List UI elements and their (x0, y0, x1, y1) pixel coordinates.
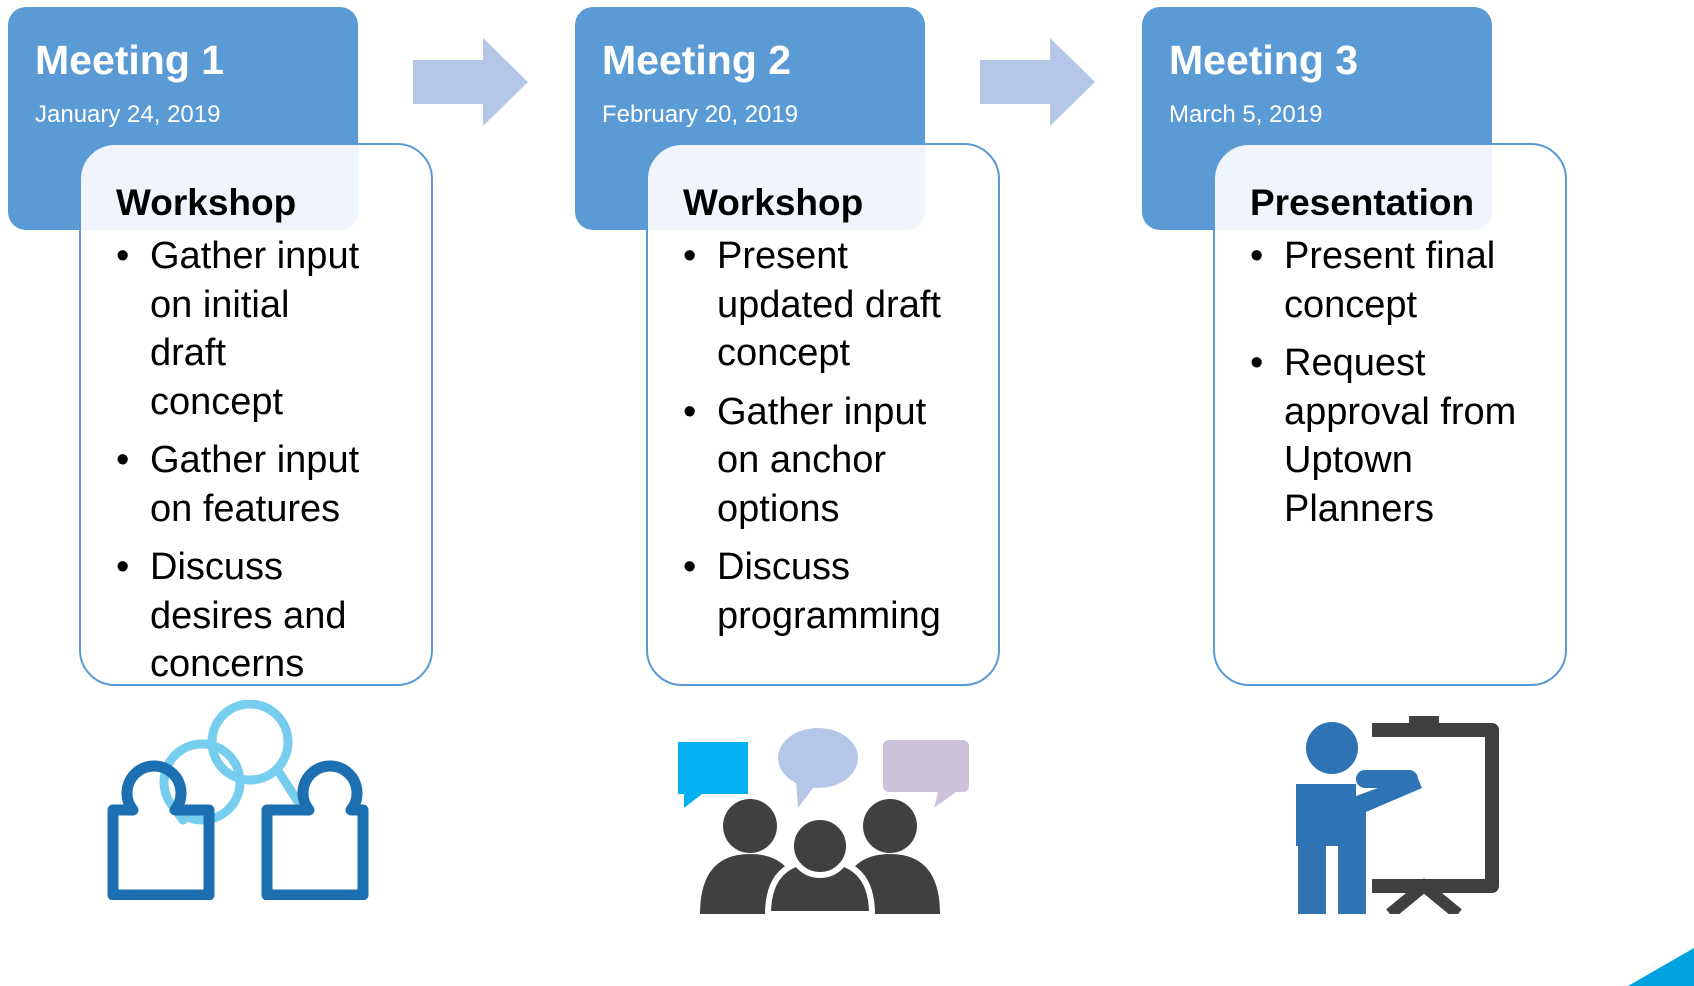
meeting-1-type: Workshop (116, 182, 297, 223)
corner-accent-shape (1628, 948, 1694, 986)
bullet-text: Discuss programming (717, 546, 941, 637)
bullet-item: •Discuss programming (683, 543, 978, 640)
bullet-text: Present updated draft concept (717, 235, 941, 374)
meeting-2-card: Workshop •Present updated draft concept … (646, 143, 1000, 686)
meeting-2-date: February 20, 2019 (602, 101, 799, 128)
meeting-1-date: January 24, 2019 (35, 101, 221, 128)
bullet-item: •Gather input on features (116, 436, 411, 533)
meeting-1-bullet-list: •Gather input on initial draft concept •… (116, 232, 411, 689)
bullet-text: Gather input on initial draft concept (150, 235, 360, 423)
meeting-2-type: Workshop (683, 182, 864, 223)
arrow-right-icon (413, 38, 528, 126)
bullet-item: •Gather input on initial draft concept (116, 232, 411, 426)
meeting-3-type: Presentation (1250, 182, 1475, 223)
meeting-3-card: Presentation •Present final concept •Req… (1213, 143, 1567, 686)
arrow-right-icon (980, 38, 1095, 126)
group-discussion-icon (678, 728, 969, 914)
bullet-item: •Request approval from Uptown Planners (1250, 339, 1545, 533)
meeting-3-date: March 5, 2019 (1169, 101, 1323, 128)
bullet-text: Discuss desires and concerns (150, 546, 347, 685)
two-people-conversation-icon (107, 700, 369, 900)
bullet-text: Gather input on anchor options (717, 390, 927, 530)
bullet-text: Gather input on features (150, 439, 360, 530)
bullet-item: •Gather input on anchor options (683, 388, 978, 534)
bullet-item: •Present final concept (1250, 232, 1545, 329)
presenter-board-icon (1296, 716, 1499, 914)
meeting-1-title: Meeting 1 (35, 37, 225, 83)
meeting-2-title: Meeting 2 (602, 37, 792, 83)
meeting-1-card: Workshop •Gather input on initial draft … (79, 143, 433, 686)
bullet-item: •Present updated draft concept (683, 232, 978, 378)
bullet-item: •Discuss desires and concerns (116, 543, 411, 689)
meeting-2-bullet-list: •Present updated draft concept •Gather i… (683, 232, 978, 640)
bullet-text: Present final concept (1284, 235, 1496, 326)
meeting-3-title: Meeting 3 (1169, 37, 1359, 83)
bullet-text: Request approval from Uptown Planners (1284, 342, 1517, 530)
meeting-3-bullet-list: •Present final concept •Request approval… (1250, 232, 1545, 533)
